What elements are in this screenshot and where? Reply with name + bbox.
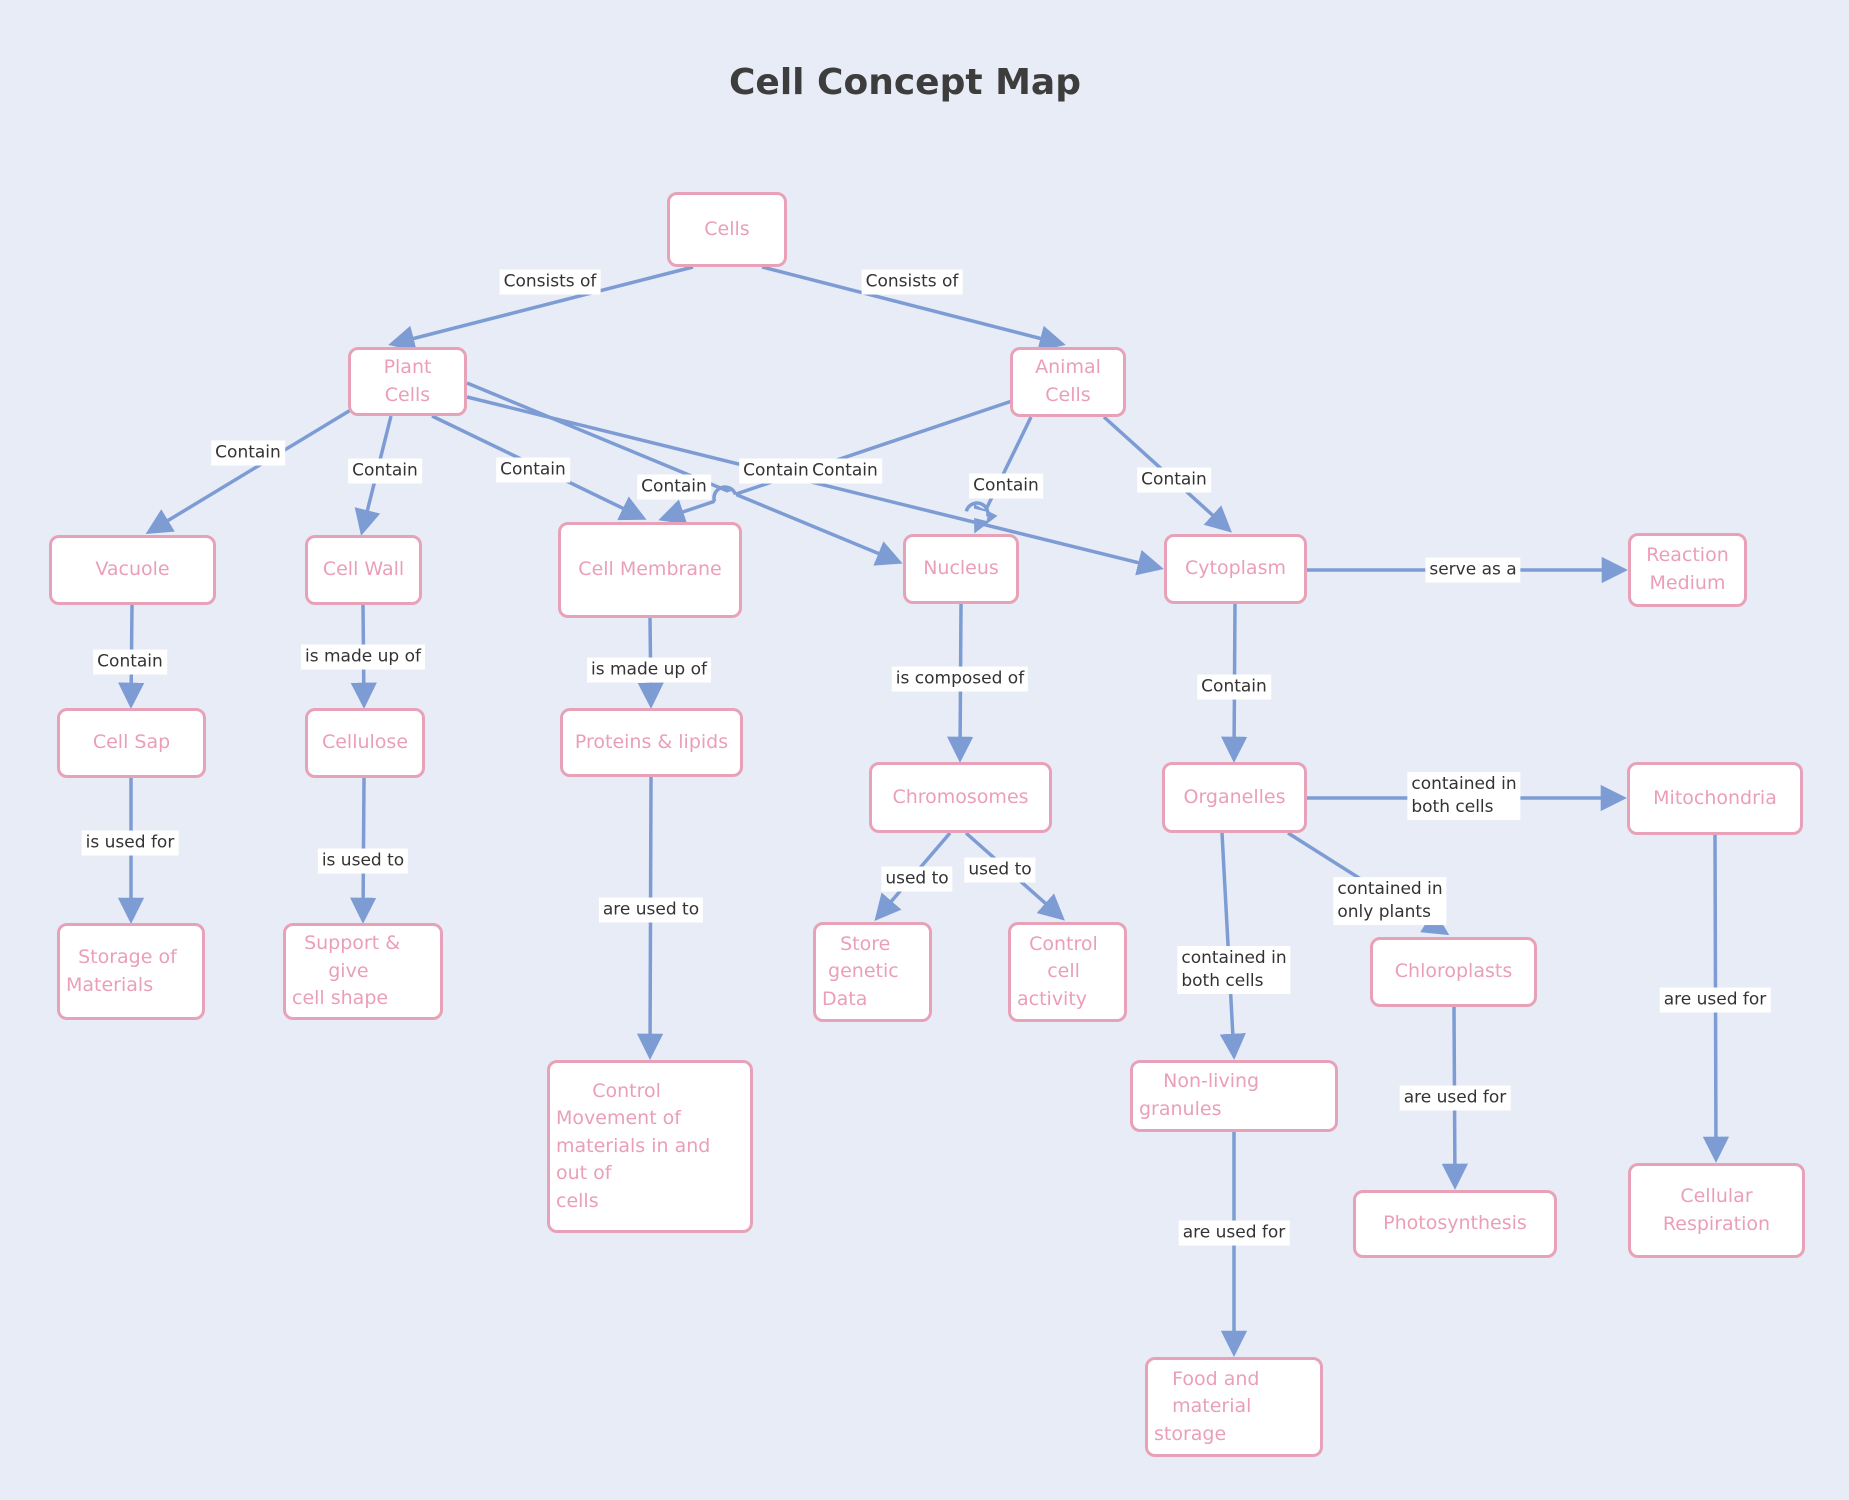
edge-animal-cells-to-nucleus bbox=[973, 416, 1033, 534]
edge-label-cellulose-to-support-give-cell-shape: is used to bbox=[317, 848, 409, 874]
edge-label-organelles-to-mitochondria: contained in both cells bbox=[1407, 772, 1521, 820]
line-hop-1 bbox=[712, 485, 738, 506]
node-photosynthesis[interactable]: Photosynthesis bbox=[1353, 1190, 1557, 1258]
node-control-movement[interactable]: Control Movement of materials in and out… bbox=[547, 1060, 753, 1233]
node-cell-membrane[interactable]: Cell Membrane bbox=[558, 522, 742, 618]
node-control-cell-activity[interactable]: Control cell activity bbox=[1008, 922, 1127, 1022]
edge-label-plant-cells-to-cell-membrane: Contain bbox=[496, 457, 570, 483]
line-hop-2 bbox=[964, 501, 990, 522]
node-cell-wall[interactable]: Cell Wall bbox=[305, 535, 422, 605]
node-cellular-respiration[interactable]: Cellular Respiration bbox=[1628, 1163, 1805, 1258]
node-animal-cells[interactable]: Animal Cells bbox=[1010, 347, 1126, 417]
edge-label-chloroplasts-to-photosynthesis: are used for bbox=[1399, 1085, 1511, 1111]
edge-label-chromosomes-to-control-cell-activity: used to bbox=[964, 857, 1036, 883]
node-chloroplasts[interactable]: Chloroplasts bbox=[1370, 937, 1537, 1007]
edge-cells-to-animal-cells bbox=[761, 265, 1066, 352]
page-title: Cell Concept Map bbox=[729, 62, 1081, 103]
node-non-living-granules[interactable]: Non-living granules bbox=[1130, 1060, 1338, 1132]
node-mitochondria[interactable]: Mitochondria bbox=[1627, 762, 1803, 835]
edge-label-animal-cells-to-cytoplasm: Contain bbox=[1137, 467, 1211, 493]
edge-label-animal-cells-to-nucleus: Contain bbox=[969, 473, 1043, 499]
edge-label-organelles-to-non-living-granules: contained in both cells bbox=[1177, 946, 1291, 994]
edge-label-cell-membrane-to-proteins-lipids: is made up of bbox=[587, 657, 711, 683]
edge-label-non-living-granules-to-food-material-storage: are used for bbox=[1178, 1220, 1290, 1246]
edge-label-plant-cells-to-cell-wall: Contain bbox=[348, 458, 422, 484]
edge-plant-cells-to-vacuole bbox=[145, 406, 355, 535]
edge-organelles-to-non-living-granules bbox=[1219, 832, 1246, 1060]
edge-label-cytoplasm-to-organelles: Contain bbox=[1197, 674, 1271, 700]
node-organelles[interactable]: Organelles bbox=[1162, 762, 1307, 833]
node-food-material-storage[interactable]: Food and material storage bbox=[1145, 1357, 1323, 1457]
node-nucleus[interactable]: Nucleus bbox=[903, 534, 1019, 604]
edge-label-plant-cells-to-vacuole: Contain bbox=[211, 440, 285, 466]
edge-label-plant-cells-to-nucleus: Contain bbox=[637, 474, 711, 500]
edge-label-cell-wall-to-cellulose: is made up of bbox=[301, 644, 425, 670]
edge-label-vacuole-to-cell-sap: Contain bbox=[93, 649, 167, 675]
node-vacuole[interactable]: Vacuole bbox=[49, 535, 216, 605]
edge-label-proteins-lipids-to-control-movement: are used to bbox=[598, 897, 704, 923]
edge-label-mitochondria-to-cellular-respiration: are used for bbox=[1659, 987, 1771, 1013]
node-plant-cells[interactable]: Plant Cells bbox=[348, 347, 467, 416]
node-cytoplasm[interactable]: Cytoplasm bbox=[1164, 534, 1307, 604]
edge-label-nucleus-to-chromosomes: is composed of bbox=[891, 666, 1029, 692]
node-reaction-medium[interactable]: Reaction Medium bbox=[1628, 533, 1747, 607]
edge-label-cell-sap-to-storage-of-materials: is used for bbox=[81, 830, 179, 856]
edge-label-cells-to-plant-cells: Consists of bbox=[499, 269, 601, 295]
edge-cells-to-plant-cells bbox=[388, 265, 694, 352]
edge-label-animal-cells-to-cell-membrane: Contain bbox=[808, 458, 882, 484]
edge-label-cells-to-animal-cells: Consists of bbox=[861, 269, 963, 295]
node-storage-of-materials[interactable]: Storage of Materials bbox=[57, 923, 205, 1020]
edge-label-chromosomes-to-store-genetic-data: used to bbox=[881, 866, 953, 892]
edge-plant-cells-to-nucleus bbox=[466, 381, 903, 566]
edge-label-plant-cells-to-cytoplasm: Contain bbox=[739, 458, 813, 484]
node-cells[interactable]: Cells bbox=[667, 192, 787, 267]
edge-label-organelles-to-chloroplasts: contained in only plants bbox=[1333, 877, 1447, 925]
line-hops-group bbox=[712, 485, 990, 522]
node-store-genetic-data[interactable]: Store genetic Data bbox=[813, 922, 932, 1022]
node-chromosomes[interactable]: Chromosomes bbox=[869, 762, 1052, 833]
node-cell-sap[interactable]: Cell Sap bbox=[57, 708, 206, 778]
node-cellulose[interactable]: Cellulose bbox=[305, 708, 425, 778]
node-proteins-lipids[interactable]: Proteins & lipids bbox=[560, 708, 743, 777]
edge-label-cytoplasm-to-reaction-medium: serve as a bbox=[1425, 557, 1521, 583]
node-support-give-cell-shape[interactable]: Support & give cell shape bbox=[283, 923, 443, 1020]
